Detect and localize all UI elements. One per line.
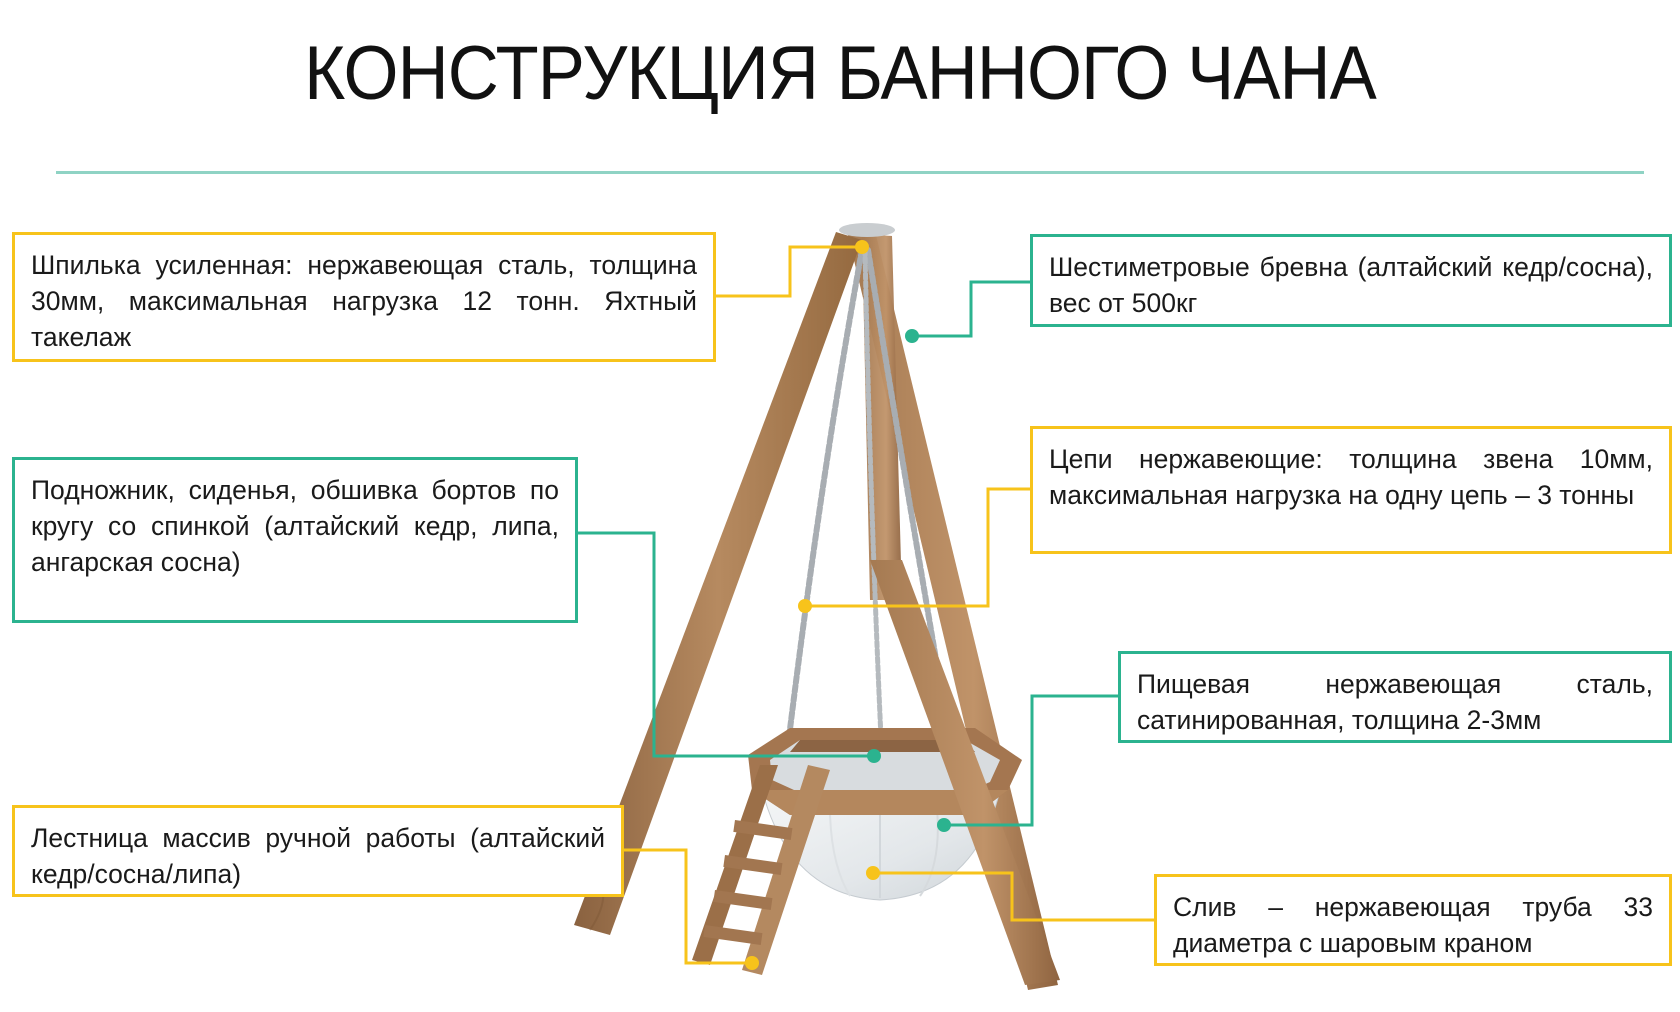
drain-connector bbox=[873, 871, 1154, 922]
callout-seats-text: Подножник, сиденья, обшивка бортов по кр… bbox=[31, 475, 559, 577]
callout-drain: Слив – нержавеющая труба 33 диаметра с ш… bbox=[1154, 874, 1672, 966]
callout-chains-text: Цепи нержавеющие: толщина звена 10мм, ма… bbox=[1049, 444, 1653, 510]
callout-pin-text: Шпилька усиленная: нержавеющая сталь, то… bbox=[31, 250, 697, 352]
callout-seats: Подножник, сиденья, обшивка бортов по кр… bbox=[12, 457, 578, 623]
logs-connector bbox=[912, 280, 1030, 338]
logs-marker bbox=[905, 329, 919, 343]
callout-logs-text: Шестиметровые бревна (алтайский кедр/сос… bbox=[1049, 252, 1653, 318]
chains-marker bbox=[798, 599, 812, 613]
pin-marker bbox=[855, 240, 869, 254]
callout-steel: Пищевая нержавеющая сталь, сатинированна… bbox=[1118, 651, 1672, 743]
steel-marker bbox=[937, 818, 951, 832]
seats-marker bbox=[867, 749, 881, 763]
callout-pin: Шпилька усиленная: нержавеющая сталь, то… bbox=[12, 232, 716, 362]
callout-drain-text: Слив – нержавеющая труба 33 диаметра с ш… bbox=[1173, 892, 1653, 958]
callout-chains: Цепи нержавеющие: толщина звена 10мм, ма… bbox=[1030, 426, 1672, 554]
callout-ladder: Лестница массив ручной работы (алтайский… bbox=[12, 805, 624, 897]
callout-ladder-text: Лестница массив ручной работы (алтайский… bbox=[31, 823, 605, 889]
pin-connector bbox=[716, 245, 862, 298]
title-divider bbox=[56, 171, 1644, 174]
ladder bbox=[692, 765, 830, 975]
chains-connector bbox=[805, 487, 1030, 608]
callout-logs: Шестиметровые бревна (алтайский кедр/сос… bbox=[1030, 234, 1672, 327]
page-title: КОНСТРУКЦИЯ БАННОГО ЧАНА bbox=[304, 31, 1377, 116]
callout-steel-text: Пищевая нержавеющая сталь, сатинированна… bbox=[1137, 669, 1653, 735]
drain-marker bbox=[866, 866, 880, 880]
ladder-connector bbox=[624, 848, 752, 965]
seats-connector bbox=[578, 531, 874, 758]
steel-connector bbox=[944, 694, 1118, 827]
log-leg-back bbox=[848, 235, 1058, 990]
ladder-marker bbox=[745, 956, 759, 970]
